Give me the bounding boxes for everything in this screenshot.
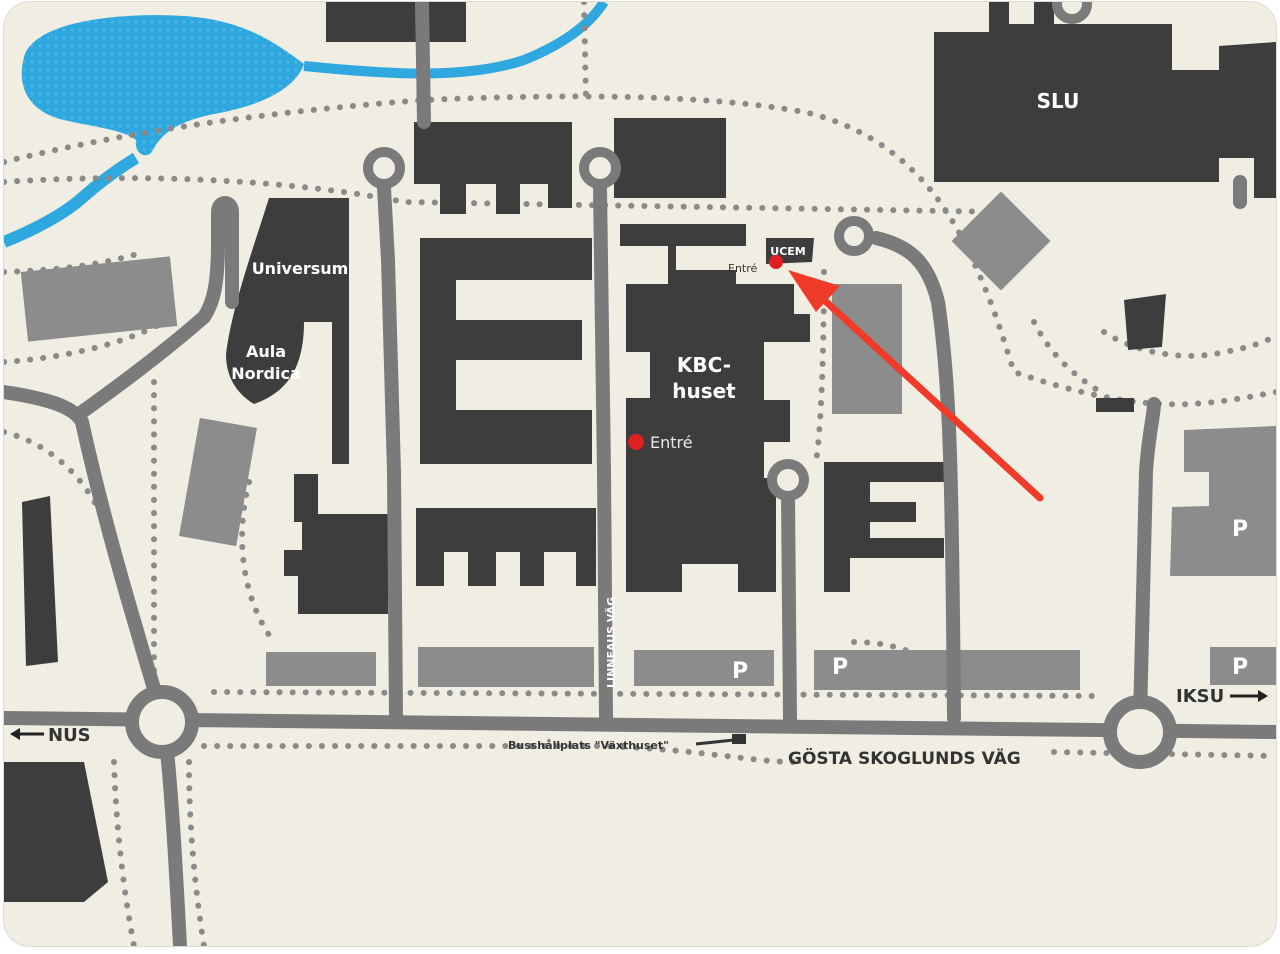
walking-paths <box>4 2 1276 946</box>
label-entre-ucem: Entré <box>728 262 758 275</box>
road-west-main <box>4 385 187 946</box>
lake <box>21 15 304 156</box>
roundabout-icon <box>125 685 199 759</box>
building-top-middle <box>614 118 726 198</box>
road-west-branch <box>75 196 239 419</box>
label-entre-kbc: Entré <box>650 433 693 452</box>
arrow-right-icon <box>1230 690 1268 702</box>
map-canvas: SLU Universum Aula Nordica KBC- huset UC… <box>4 2 1276 946</box>
label-iksu: IKSU <box>1176 686 1224 707</box>
road-east-north <box>1133 397 1161 725</box>
road-spur-4 <box>869 231 961 725</box>
roundabout-icon <box>834 216 874 256</box>
label-aula-line2: Nordica <box>231 364 301 383</box>
road-linneaus-vag <box>593 181 613 725</box>
building-tiny-right <box>1096 398 1134 412</box>
label-nus: NUS <box>48 725 91 746</box>
label-ucem: UCEM <box>770 245 805 258</box>
parking-sign: P <box>732 659 748 684</box>
roads <box>4 2 1276 946</box>
label-busshallplats: Busshållplats "Växthuset" <box>508 739 669 752</box>
road-down-drop <box>415 2 431 129</box>
label-linneaus-vag: LINNEAUS VÄG <box>604 597 618 688</box>
label-kbc-line1: KBC- <box>677 353 731 377</box>
parking-sign: P <box>832 655 848 680</box>
parking-sign: P <box>1232 655 1248 680</box>
label-universum: Universum <box>252 259 349 278</box>
buildings <box>4 2 1276 902</box>
label-gosta-skoglunds-vag: GÖSTA SKOGLUNDS VÄG <box>788 747 1021 769</box>
roundabouts <box>125 2 1177 769</box>
building-small-right <box>1124 294 1166 350</box>
road-spur-3 <box>781 491 797 725</box>
building-kbc-huset <box>620 224 810 592</box>
entrance-dot-icon <box>628 434 644 450</box>
road-gosta-skoglunds-vag <box>4 711 1276 739</box>
building-universum <box>226 198 349 464</box>
building-lower-left <box>284 474 388 614</box>
arrow-icon <box>788 270 1044 502</box>
campus-map: SLU Universum Aula Nordica KBC- huset UC… <box>4 2 1276 946</box>
building-e-left <box>420 238 592 464</box>
building-comb-lower <box>416 508 596 586</box>
label-kbc-line2: huset <box>672 379 736 403</box>
roundabout-icon <box>1103 695 1177 769</box>
entrance-dot-icon <box>769 255 783 269</box>
building-top-left <box>326 2 466 42</box>
label-aula-line1: Aula <box>246 342 286 361</box>
direction-iksu: IKSU <box>1176 686 1268 707</box>
roundabout-icon <box>363 147 405 189</box>
roundabout-icon <box>767 459 809 501</box>
bus-stop-icon <box>732 734 746 744</box>
building-e-right <box>824 462 944 592</box>
water-area <box>4 2 609 248</box>
river-upper <box>303 2 609 79</box>
bus-stop-marker <box>695 734 746 746</box>
road-spur-1 <box>377 181 403 725</box>
building-slu <box>934 2 1276 198</box>
building-bottom-left <box>4 762 108 902</box>
parking-sign: P <box>1232 517 1248 542</box>
direction-nus: NUS <box>10 725 91 746</box>
roundabout-icon <box>579 147 621 189</box>
arrow-left-icon <box>10 728 44 740</box>
building-comb-left <box>414 122 572 214</box>
roundabout-icon <box>1052 2 1092 24</box>
label-slu: SLU <box>1037 89 1080 113</box>
river-lower <box>4 152 140 248</box>
building-left-edge <box>22 496 58 666</box>
